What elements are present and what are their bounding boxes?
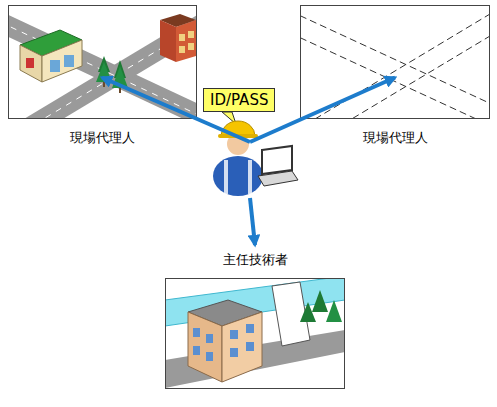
flow-arrow (250, 198, 255, 245)
role-label: 現場代理人 (363, 129, 428, 147)
site-agent-box: 現場代理人 (8, 5, 196, 150)
site-agent-box: 現場代理人 (300, 5, 490, 150)
callout-text: ID/PASS (203, 88, 275, 112)
plan-picture (300, 8, 490, 118)
picture-frame (166, 279, 345, 389)
role-label: 主任技術者 (223, 251, 288, 269)
building-picture (165, 278, 345, 388)
picture-frame (301, 6, 490, 119)
worker-callout: ID/PASS (200, 86, 300, 198)
role-label: 現場代理人 (70, 129, 135, 147)
town-picture (8, 5, 196, 118)
chief-engineer-box: 主任技術者 (165, 248, 345, 390)
picture-frame (9, 6, 197, 119)
